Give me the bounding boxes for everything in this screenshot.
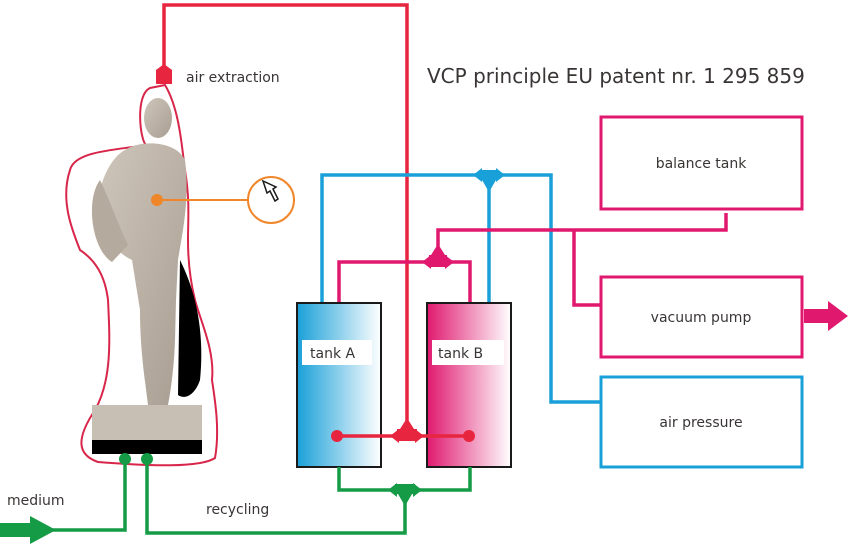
medium-valve-icon [388,483,422,506]
exhaust-arrow-icon [804,301,848,331]
gauge-icon [247,176,295,224]
balance-tank-label: balance tank [656,156,748,172]
statue-vacuum-bag-outline [65,83,219,467]
medium-inlet-arrow-icon [0,516,56,544]
air-extraction-pipe [162,3,409,425]
recycling-pipe [145,459,407,535]
air-extraction-connector-icon [156,64,172,84]
recycling-label: recycling [206,502,269,518]
air-pressure-pipe [320,173,601,404]
tank-b [426,302,512,468]
air-pressure-label: air pressure [659,415,742,431]
extraction-valve-icon [390,418,424,443]
medium-inlet-pipe [50,459,127,532]
air-pressure-box [599,375,804,469]
air-extraction-label: air extraction [186,70,280,86]
vacuum-valve-icon [422,244,454,269]
statue-image [91,98,202,454]
balance-tank-box [599,115,804,211]
tank-a [296,302,382,468]
medium-label: medium [7,493,65,509]
diagram-title: VCP principle EU patent nr. 1 295 859 [427,64,805,88]
tank-b-label: tank B [438,346,483,362]
vacuum-pump-label: vacuum pump [651,310,752,326]
tank-a-label: tank A [310,346,355,362]
vacuum-pump-box [599,275,804,359]
air-pressure-valve-icon [473,168,505,192]
vacuum-pipe [337,260,472,303]
